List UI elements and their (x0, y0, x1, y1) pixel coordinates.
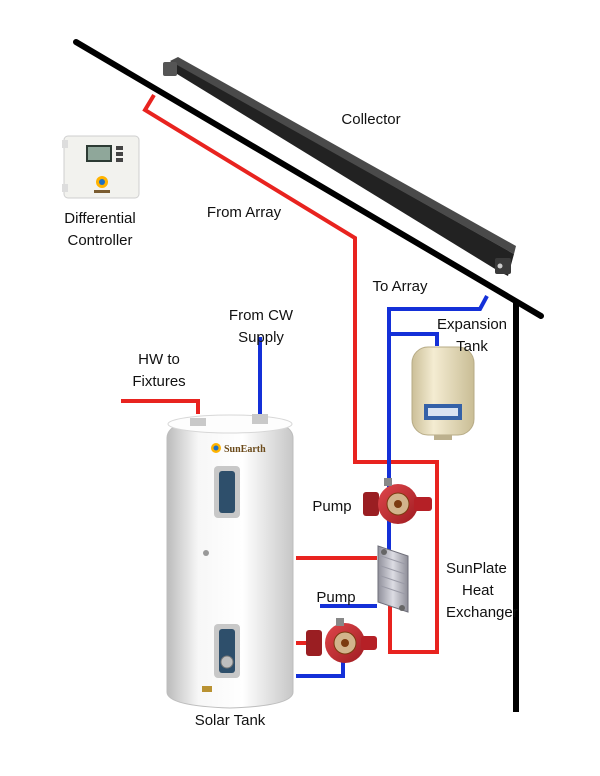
hw-to-fixtures-line-1: HW to (138, 351, 180, 368)
expansion-tank-icon (411, 346, 475, 440)
heat-exchanger-label: SunPlate Heat Exchanger (446, 558, 546, 624)
expansion-tank-line-1: Expansion (436, 316, 508, 333)
hw-to-fixtures-line-2: Fixtures (132, 373, 186, 390)
solar-tank-icon: SunEarth (166, 414, 294, 709)
pump-lower-label: Pump (316, 589, 356, 606)
controller-icon (62, 135, 140, 199)
expansion-tank-line (389, 332, 439, 346)
hot-lines (121, 93, 439, 654)
expansion-tank-label: Expansion Tank (422, 314, 522, 358)
differential-controller-label: Differential Controller (50, 208, 150, 252)
collector-label: Collector (341, 111, 401, 128)
hw-to-fixtures-line (121, 399, 200, 414)
heat-exchanger-line-3: Exchanger (446, 604, 518, 621)
from-cw-supply-label: From CW Supply (218, 305, 304, 349)
from-cw-supply-line-2: Supply (238, 329, 284, 346)
from-array-line (142, 93, 439, 654)
to-array-label: To Array (372, 278, 428, 295)
roof-structure (73, 39, 544, 712)
hw-to-fixtures-label: HW to Fixtures (114, 349, 204, 393)
tank-return-line (296, 657, 345, 678)
heat-exchanger-icon (377, 545, 409, 613)
from-cw-supply-line-1: From CW (228, 307, 294, 324)
pump-icon-lower (306, 618, 377, 663)
heat-exchanger-line-2: Heat (462, 582, 494, 599)
roof-line (73, 39, 544, 319)
solar-tank-label: Solar Tank (194, 712, 266, 729)
pump-icon (363, 478, 432, 524)
from-array-label: From Array (206, 204, 282, 221)
cold-lines (258, 295, 489, 678)
to-array-line (387, 295, 489, 555)
expansion-tank-line-2: Tank (456, 338, 488, 355)
tank-brand: SunEarth (224, 444, 266, 455)
differential-controller-line-1: Differential (64, 210, 136, 227)
collector-panel (163, 57, 516, 276)
differential-controller-line-2: Controller (67, 232, 133, 249)
heat-exchanger-line-1: SunPlate (446, 560, 507, 577)
pump-upper-label: Pump (312, 498, 352, 515)
